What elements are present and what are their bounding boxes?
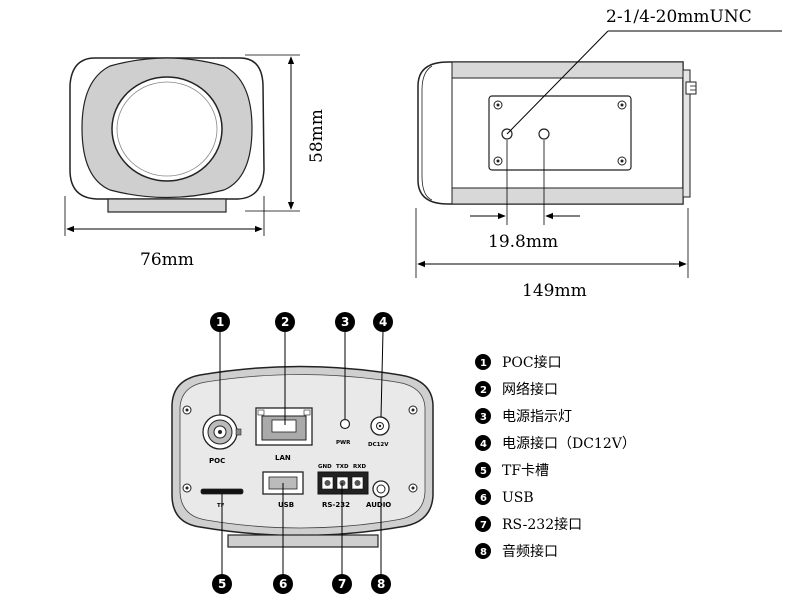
poc-label: POC (209, 457, 225, 465)
poc-connector (202, 414, 242, 450)
svg-text:TF卡槽: TF卡槽 (502, 463, 549, 479)
front-width-label: 76mm (140, 250, 194, 270)
legend-item: 2 网络接口 (475, 381, 558, 398)
svg-text:6: 6 (279, 577, 287, 591)
dc-label: DC12V (368, 442, 389, 448)
lan-label: LAN (275, 454, 291, 462)
legend-item: 6 USB (475, 489, 534, 506)
audio-jack (372, 480, 390, 498)
svg-text:电源指示灯: 电源指示灯 (502, 409, 572, 425)
svg-text:7: 7 (338, 577, 346, 591)
gnd-label: GND (318, 464, 332, 470)
pin-hole (538, 128, 550, 140)
marker-1: 1 (210, 312, 230, 332)
front-base (107, 198, 227, 213)
legend: 1 POC接口 2 网络接口 3 电源指示灯 4 电源接口（DC12V） 5 T… (475, 354, 636, 560)
marker-7: 7 (332, 574, 352, 594)
marker-3: 3 (335, 312, 355, 332)
front-lens (111, 76, 223, 182)
rs232-terminal (317, 471, 369, 495)
side-rear-connector (685, 81, 697, 95)
marker-5: 5 (212, 574, 232, 594)
svg-text:2: 2 (281, 315, 289, 329)
usb-label: USB (278, 501, 294, 509)
legend-item: 5 TF卡槽 (475, 462, 549, 479)
tf-label: TF (217, 503, 225, 509)
svg-text:5: 5 (480, 466, 487, 477)
front-lens-inner (116, 81, 218, 177)
svg-text:3: 3 (480, 412, 487, 423)
svg-text:POC接口: POC接口 (502, 354, 562, 371)
side-length-label: 149mm (522, 281, 587, 301)
legend-item: 4 电源接口（DC12V） (475, 435, 636, 452)
legend-item: 1 POC接口 (475, 354, 562, 371)
audio-label: AUDIO (366, 501, 391, 509)
marker-4: 4 (373, 312, 393, 332)
side-bottom-band (451, 187, 684, 205)
svg-text:2: 2 (480, 385, 487, 396)
thread-label: 2-1/4-20mmUNC (606, 7, 752, 27)
marker-6: 6 (273, 574, 293, 594)
marker-8: 8 (371, 574, 391, 594)
svg-text:音频接口: 音频接口 (502, 543, 558, 560)
front-height-label: 58mm (307, 109, 327, 163)
svg-text:4: 4 (379, 315, 387, 329)
svg-text:1: 1 (216, 315, 224, 329)
legend-item: 3 电源指示灯 (475, 408, 572, 425)
front-view: 76mm 58mm (64, 54, 327, 270)
tf-slot (200, 488, 244, 495)
svg-text:6: 6 (480, 493, 487, 504)
svg-text:5: 5 (218, 577, 226, 591)
svg-text:8: 8 (377, 577, 385, 591)
svg-text:RS-232接口: RS-232接口 (502, 516, 582, 533)
legend-item: 7 RS-232接口 (475, 516, 582, 533)
side-view: 2-1/4-20mmUNC 19.8mm 149mm (415, 7, 782, 301)
txd-label: TXD (336, 464, 349, 470)
power-led-icon (339, 418, 351, 430)
rxd-label: RXD (353, 464, 366, 470)
lan-port (255, 407, 313, 446)
rs232-label: RS-232 (322, 501, 350, 509)
marker-2: 2 (275, 312, 295, 332)
pwr-label: PWR (336, 440, 351, 446)
svg-text:USB: USB (502, 490, 534, 506)
mount-plate (488, 95, 632, 171)
thread-leader (506, 30, 609, 135)
legend-item: 8 音频接口 (475, 543, 558, 560)
svg-text:网络接口: 网络接口 (502, 381, 558, 398)
dc-jack (370, 416, 390, 436)
svg-text:4: 4 (480, 439, 487, 450)
svg-text:8: 8 (480, 547, 487, 558)
side-rear-cap (682, 69, 691, 198)
back-panel: POC LAN PWR DC12V TF USB GND (171, 312, 434, 594)
svg-text:1: 1 (480, 358, 487, 369)
hole-spacing-label: 19.8mm (488, 232, 558, 252)
side-top-band (451, 61, 684, 79)
svg-text:3: 3 (341, 315, 349, 329)
svg-text:电源接口（DC12V）: 电源接口（DC12V） (502, 435, 636, 452)
svg-text:7: 7 (480, 520, 487, 531)
back-panel-foot (227, 534, 379, 548)
